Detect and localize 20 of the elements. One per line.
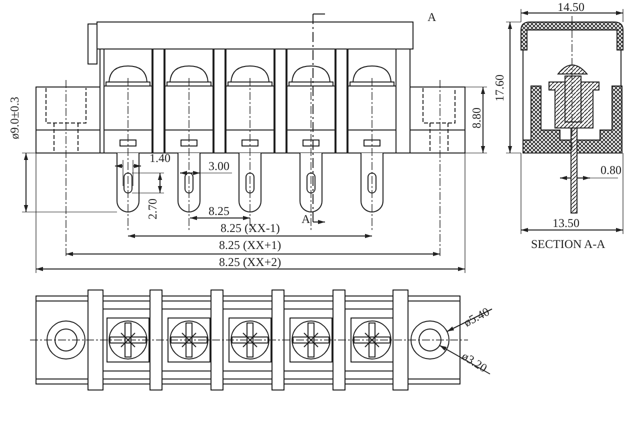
dimension-value: 1.40 — [150, 152, 170, 164]
dimension-value: 8.25 (XX-1) — [220, 222, 280, 234]
dimension-value: 0.80 — [600, 164, 622, 176]
dimension-value: 8.25 (XX+1) — [219, 239, 282, 251]
dimension-value: 8.25 (XX+2) — [219, 256, 282, 268]
dimension-value: 8.80 — [470, 108, 482, 128]
leader-line — [446, 308, 492, 332]
dimension-value: 14.50 — [558, 1, 584, 13]
dimension-value: 8.25 — [208, 205, 230, 217]
dimension-value: 13.50 — [552, 217, 580, 229]
mounting-hole — [410, 320, 450, 360]
section-mark: A — [428, 11, 436, 23]
section-mark: A — [302, 213, 310, 225]
view-title: SECTION A-A — [531, 238, 606, 250]
dimension-value: 3.00 — [208, 160, 230, 172]
dimension-value: ø9.0±0.3 — [8, 96, 20, 140]
leader-line — [439, 344, 490, 374]
hole-bore — [418, 328, 442, 352]
dimension-value: 2.70 — [146, 198, 158, 220]
dimension-value: 17.60 — [493, 74, 505, 102]
